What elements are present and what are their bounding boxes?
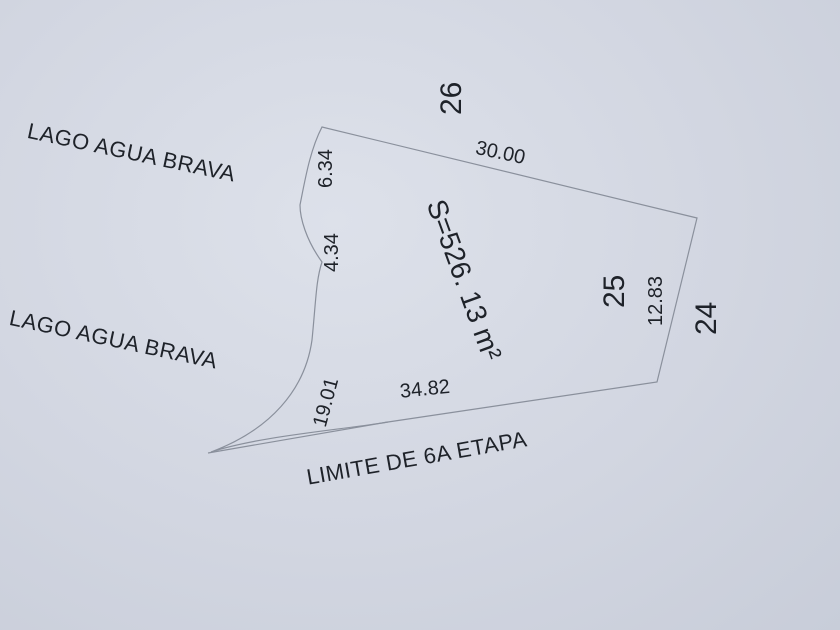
limit-line — [207, 421, 389, 454]
lot-number-current: 25 — [598, 274, 631, 308]
dimension-bottom: 34.82 — [398, 375, 451, 403]
dimension-left-upper: 6.34 — [315, 149, 337, 188]
lot-number-east: 24 — [690, 301, 723, 335]
dimension-right: 12.83 — [645, 275, 667, 326]
lot-boundary — [210, 126, 698, 453]
dimension-left-middle: 4.34 — [321, 233, 343, 272]
lot-number-north: 26 — [435, 81, 468, 115]
